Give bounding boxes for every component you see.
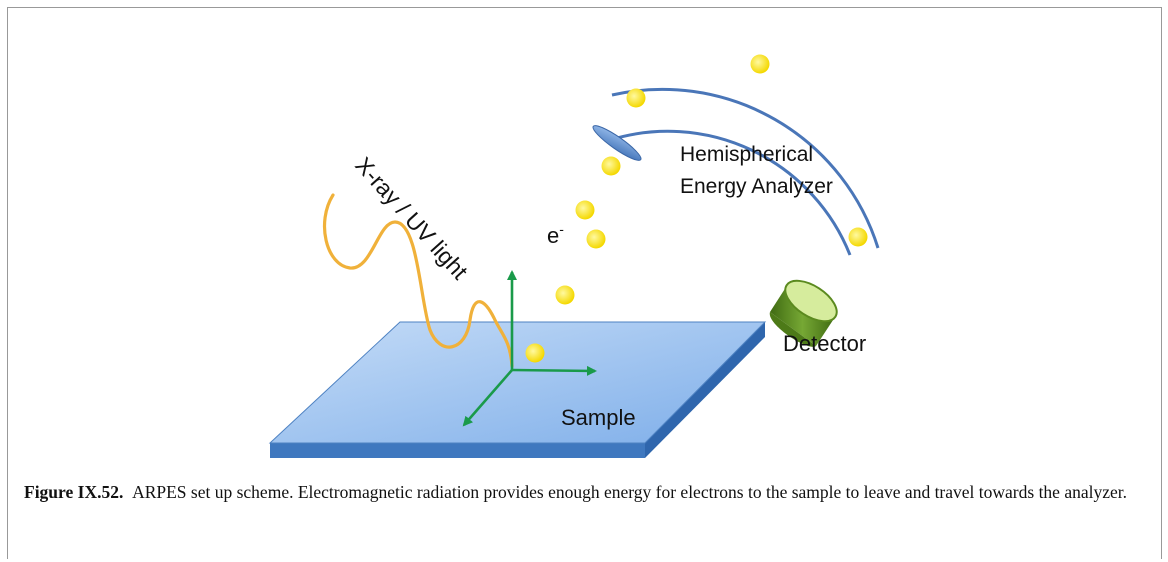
hemispherical-analyzer (609, 87, 880, 256)
detector (769, 279, 838, 347)
figure-frame (7, 7, 1162, 559)
electron (750, 54, 770, 74)
analyzer-label-line2: Energy Analyzer (680, 175, 833, 198)
lens (592, 125, 642, 161)
arpes-diagram: X-ray / UV light e- Hemispherical Energy… (268, 54, 880, 458)
figure-number: Figure IX.52. (24, 482, 124, 502)
light-wave (322, 193, 514, 368)
electron (525, 343, 545, 363)
detector-label: Detector (783, 331, 866, 356)
electron (575, 200, 595, 220)
electron-label: e- (547, 221, 564, 248)
electron (601, 156, 621, 176)
electron (555, 285, 575, 305)
sample-slab (268, 321, 767, 458)
electron (848, 227, 868, 247)
caption-text: ARPES set up scheme. Electromagnetic rad… (132, 482, 1127, 502)
coordinate-axes (462, 270, 597, 427)
electron (626, 88, 646, 108)
electron (586, 229, 606, 249)
sample-label: Sample (561, 405, 636, 430)
analyzer-label-line1: Hemispherical (680, 143, 813, 166)
figure-caption: Figure IX.52. ARPES set up scheme. Elect… (24, 480, 1144, 505)
radiation-label: X-ray / UV light (350, 152, 473, 285)
electrons (525, 54, 868, 363)
